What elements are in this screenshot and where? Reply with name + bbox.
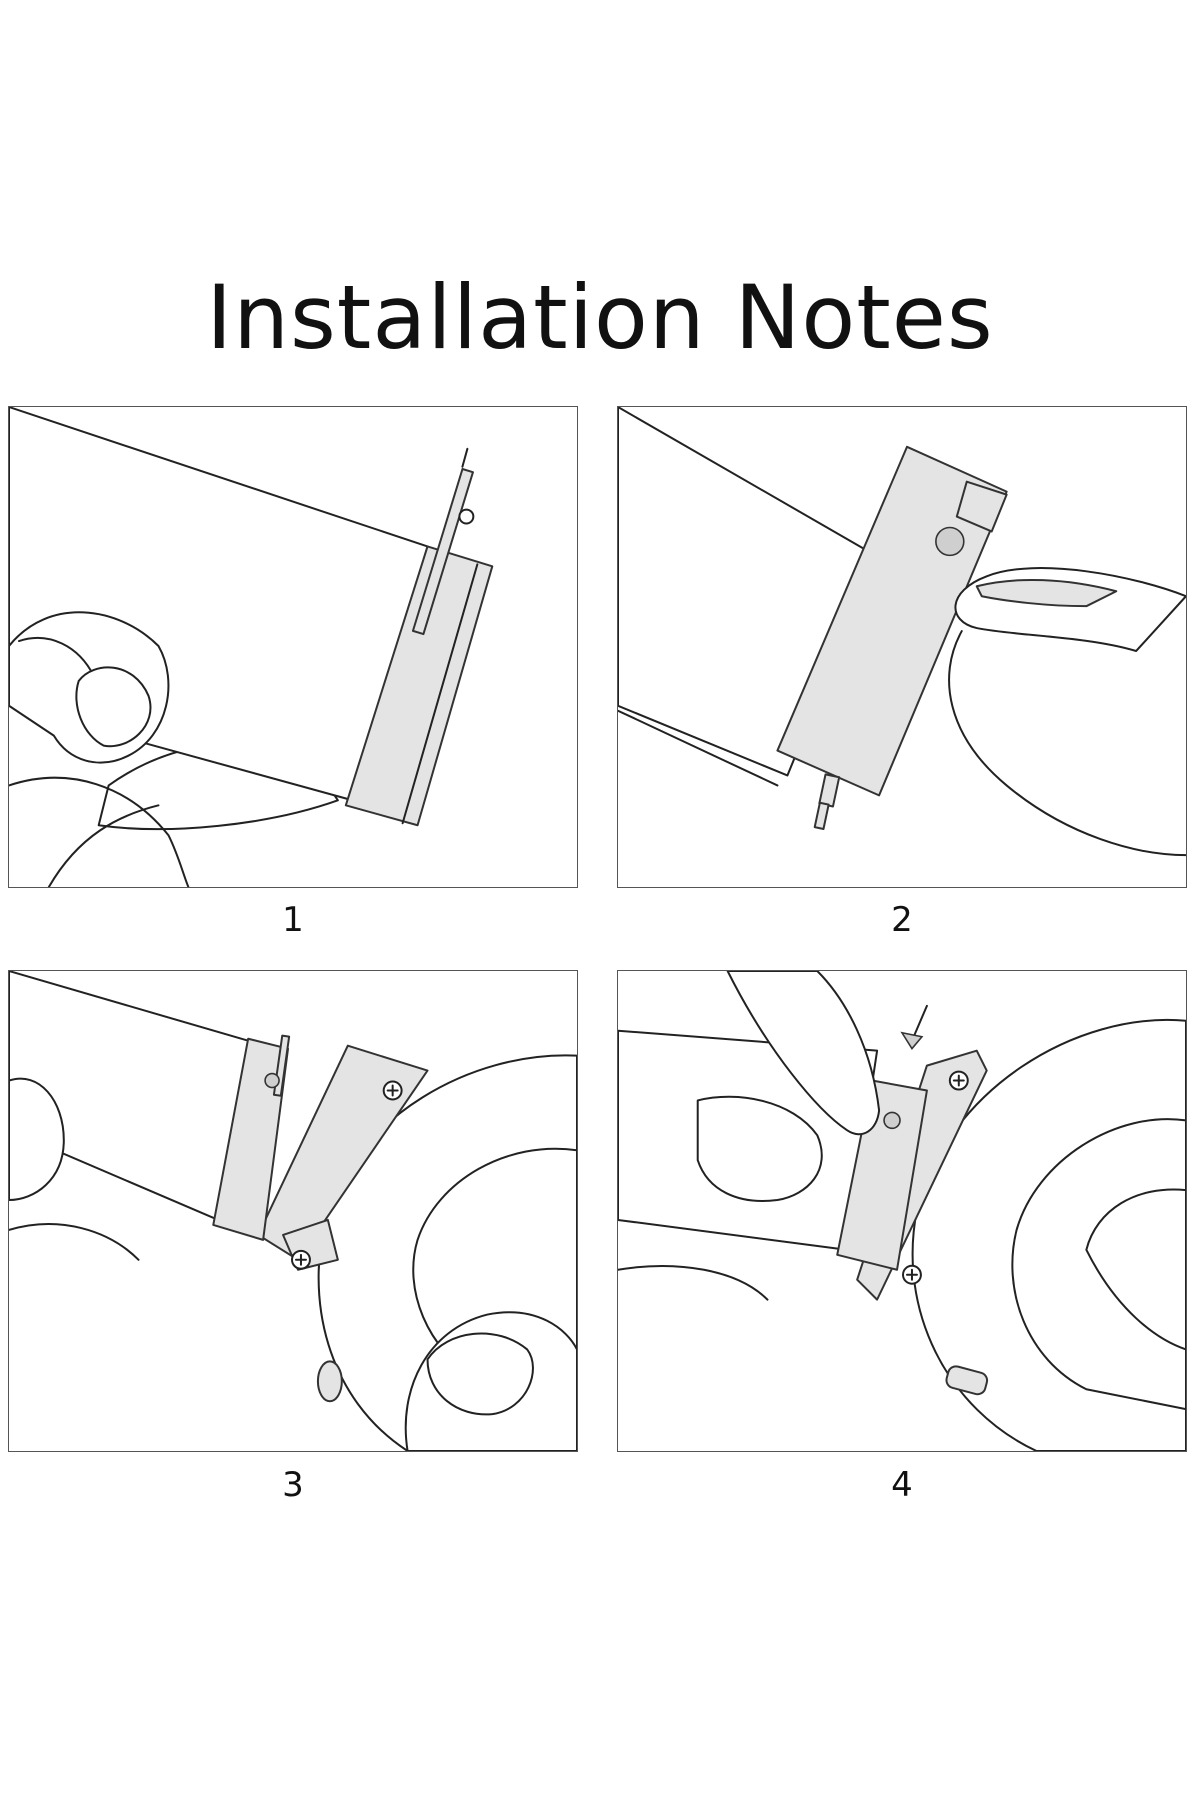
step-2-label: 2 bbox=[891, 900, 913, 940]
step-3-illustration bbox=[8, 970, 578, 1452]
step-2-illustration bbox=[617, 406, 1187, 888]
page-title: Installation Notes bbox=[206, 266, 994, 369]
step-3-label: 3 bbox=[282, 1465, 304, 1505]
step-4-label: 4 bbox=[891, 1465, 913, 1505]
step-4-illustration bbox=[617, 970, 1187, 1452]
step-1-illustration bbox=[8, 406, 578, 888]
step-1-label: 1 bbox=[282, 900, 304, 940]
